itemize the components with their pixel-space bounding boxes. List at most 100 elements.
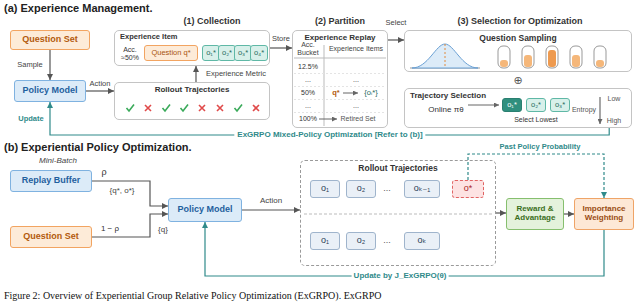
edge-label: Update [16, 115, 45, 123]
panel-box: Rollout Trajectories [114, 82, 270, 120]
ratio-label: 1 − ρ [101, 225, 119, 234]
node-text: o₃* [555, 101, 565, 109]
node-text: Rollout Trajectories [115, 86, 269, 95]
trajectory-chip: o₁ [310, 180, 340, 198]
node-text: Question q* [151, 49, 190, 57]
edge-label: Action [258, 197, 284, 206]
trajectory-chip: o₂ [346, 232, 376, 250]
section-heading: (2) Partition [315, 17, 365, 27]
group-box: Rollout Trajectorieso₁o₂oₖ₋₁o*o₁o₂oₖ [300, 160, 496, 266]
table-rule [294, 112, 386, 113]
table-cell: 50% [301, 89, 315, 97]
tube-liquid [500, 60, 508, 67]
section-heading: (3) Selection for Optimization [457, 17, 582, 27]
tube-liquid [596, 60, 604, 67]
question-box: Question q* [144, 45, 198, 61]
model-box: Policy Model [14, 80, 86, 102]
entropy-arrow [599, 97, 601, 124]
panel-title: (a) Experience Management. [4, 2, 153, 14]
trajectory-chip: o* [452, 180, 484, 198]
model-box: Policy Model [168, 198, 242, 222]
edge-label: {q} [156, 226, 170, 235]
plus-symbol: ⊕ [513, 74, 522, 86]
input-box: Question Set [10, 226, 92, 248]
cross-mark [217, 105, 223, 111]
edge-label: Sample [15, 61, 44, 69]
test-tube [570, 46, 582, 68]
connector [496, 212, 506, 213]
test-tube [594, 46, 606, 68]
node-text: o₁* [206, 49, 216, 57]
node-text: o₃* [238, 49, 248, 57]
trajectory-chip: o₂* [526, 98, 546, 112]
node-text: Policy Model [177, 205, 232, 215]
node-text: o₁* [507, 101, 517, 109]
table-rule [294, 86, 386, 87]
edge-label: Update by J_ExGRPO(θ) [352, 272, 449, 281]
trajectory-chip: o₁* [502, 98, 522, 112]
axis-label: Low [608, 95, 621, 103]
cross-mark [199, 105, 205, 111]
edge-note: ExGRPO Mixed-Policy Optimization [Refer … [234, 131, 425, 140]
ellipsis: ... [383, 236, 391, 246]
node-text: Question Set [23, 232, 79, 242]
connector [92, 181, 168, 206]
node-text: Experience Item [120, 33, 240, 41]
section-heading: (1) Collection [183, 17, 240, 27]
node-text: oₖ₋₁ [414, 184, 431, 194]
connector [205, 222, 604, 276]
edge-label: {q*, o*} [108, 187, 137, 196]
node-text: Acc. ≈50% [116, 46, 144, 61]
table-rule [294, 99, 386, 100]
cross-mark [145, 105, 151, 111]
node-text: Rollout Trajectories [301, 164, 495, 173]
annotation: Mini-Batch [39, 157, 77, 166]
connector [86, 90, 114, 91]
table-cell: ... [305, 76, 311, 84]
node-text: Importance Weighting [578, 205, 630, 223]
panel-box: Experience ItemAcc. ≈50% Question q* o₁* o₂… [114, 30, 270, 66]
node-text: o₂* [222, 49, 232, 57]
panel-box: Experience Replay [292, 30, 388, 128]
edge-label: Past Policy Probability [498, 143, 583, 151]
test-tube [546, 46, 558, 68]
connector [564, 213, 574, 214]
axis-label: Entropy [572, 106, 596, 114]
ratio-label: ρ [101, 168, 106, 178]
table-rule [324, 45, 325, 126]
cross-mark [253, 105, 259, 111]
process-box: Reward & Advantage [506, 198, 564, 230]
center-line [445, 44, 446, 68]
table-rule [294, 73, 386, 74]
trajectory-chip: oₖ₋₁ [404, 180, 440, 198]
panel-box: Question Sampling [404, 30, 632, 72]
table-cell: ... [305, 102, 311, 110]
trajectory-chip: o₃* [550, 98, 570, 112]
node-text: Policy Model [22, 86, 77, 96]
table-cell: {oᵢ*} [364, 89, 377, 97]
panel-title: (b) Experiential Policy Optimization. [4, 141, 192, 153]
connector [270, 47, 292, 48]
node-text: o₄* [254, 49, 264, 57]
tube-liquid [524, 55, 532, 67]
node-text: oₖ [418, 236, 427, 246]
axis-label: High [607, 117, 621, 125]
node-text: Question Sampling [405, 34, 631, 43]
edge-label: Store [270, 35, 292, 43]
node-text: o₂ [357, 236, 366, 246]
check-mark [163, 105, 171, 112]
trajectory-chip: o₄* [250, 45, 268, 61]
table-cell: 100% [299, 115, 317, 123]
node-text: Replay Buffer [22, 176, 81, 186]
check-mark [127, 105, 135, 112]
check-mark [181, 105, 189, 112]
table-cell: 12.5% [298, 63, 318, 71]
process-box: Importance Weighting [574, 198, 634, 230]
test-tube [498, 46, 510, 68]
check-mark [235, 105, 243, 112]
node-text: Reward & Advantage [510, 205, 560, 223]
panel-box: Trajectory Selectiono₁*o₂*o₃* [404, 88, 632, 128]
